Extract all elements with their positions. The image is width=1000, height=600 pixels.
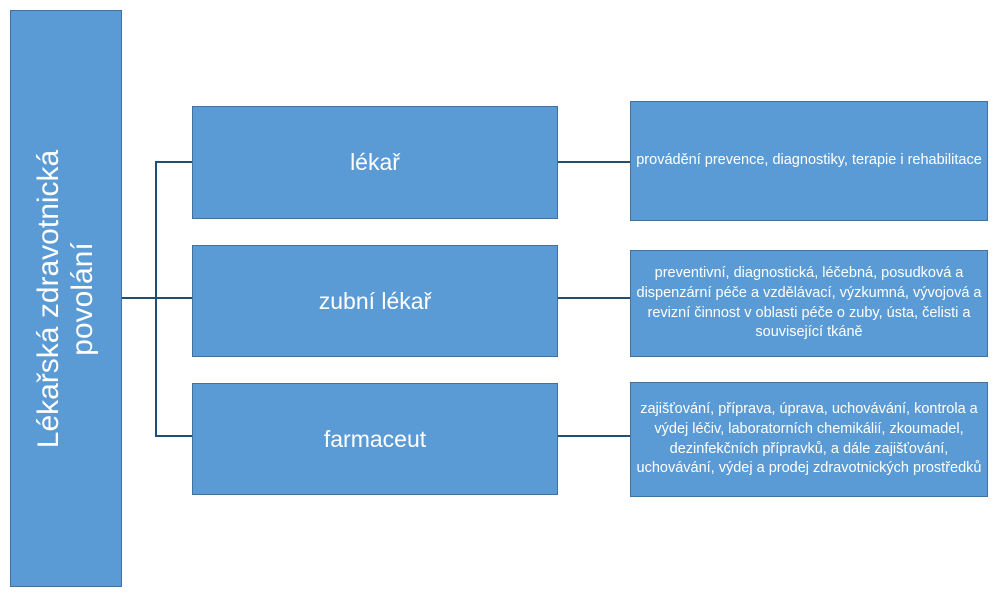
root-node-line-1: Lékařská zdravotnická — [31, 149, 65, 448]
connector-branch-zubni-lekar — [155, 297, 193, 299]
root-node-line-2: povolání — [66, 241, 100, 356]
connector-lekar-to-description — [558, 161, 631, 163]
description-text: preventivní, diagnostická, léčebná, posu… — [636, 265, 982, 341]
root-node[interactable]: Lékařská zdravotnická povolání — [10, 10, 122, 587]
connector-trunk — [155, 161, 157, 437]
connector-root-stub — [122, 297, 156, 299]
root-node-text: Lékařská zdravotnická povolání — [10, 149, 122, 447]
description-text: zajišťování, příprava, úprava, uchováván… — [636, 401, 982, 477]
profession-label: zubní lékař — [318, 287, 432, 314]
connector-zubni-lekar-to-description — [558, 297, 631, 299]
connector-branch-farmaceut — [155, 435, 193, 437]
profession-node-lekar[interactable]: lékař — [192, 106, 558, 219]
connector-farmaceut-to-description — [558, 435, 631, 437]
profession-node-zubni-lekar[interactable]: zubní lékař — [192, 245, 558, 357]
description-node-zubni-lekar[interactable]: preventivní, diagnostická, léčebná, posu… — [630, 250, 988, 357]
description-node-lekar[interactable]: provádění prevence, diagnostiky, terapie… — [630, 101, 988, 221]
connector-branch-lekar — [155, 161, 193, 163]
description-node-farmaceut[interactable]: zajišťování, příprava, úprava, uchováván… — [630, 382, 988, 497]
profession-label: farmaceut — [323, 425, 427, 452]
description-text: provádění prevence, diagnostiky, terapie… — [636, 152, 982, 169]
profession-label: lékař — [350, 149, 400, 175]
profession-node-farmaceut[interactable]: farmaceut — [192, 383, 558, 495]
